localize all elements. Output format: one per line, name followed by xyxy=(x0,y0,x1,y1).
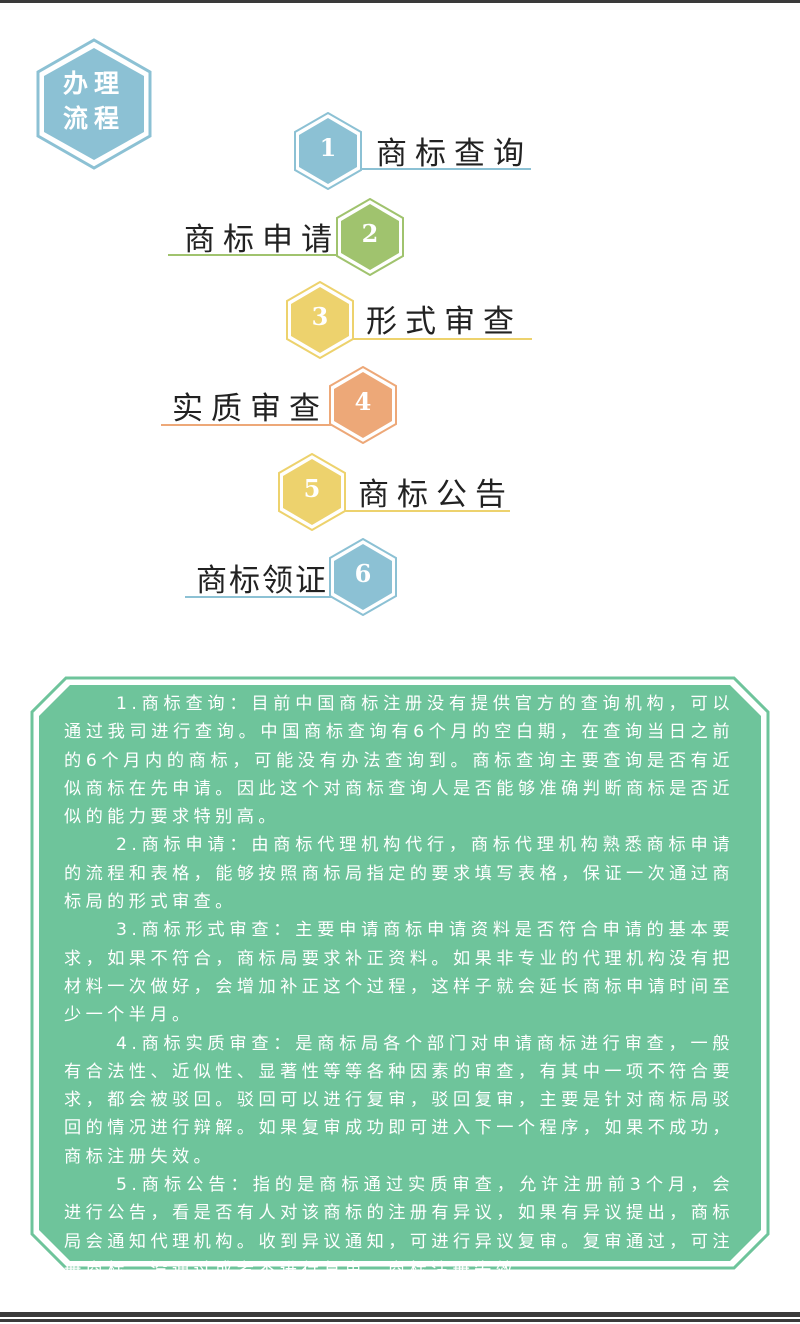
badge-line-1: 办理 xyxy=(62,69,125,98)
step-3-underline xyxy=(318,338,532,340)
step-4-hexagon xyxy=(329,366,397,444)
details-paragraph-5: 5.商标公告：指的是商标通过实质审查，允许注册前3个月，会进行公告，看是否有人对… xyxy=(64,1175,734,1280)
step-2-hexagon xyxy=(336,198,404,276)
step-2-underline xyxy=(168,254,368,256)
step-1-label: 商标查询 xyxy=(376,136,532,172)
step-6-number: 6 xyxy=(354,559,372,588)
step-6-hexagon xyxy=(329,538,397,616)
step-4-label: 实质审查 xyxy=(172,391,328,427)
step-2-label: 商标申请 xyxy=(184,222,340,258)
badge-line-2: 流程 xyxy=(62,104,125,133)
step-4-number: 4 xyxy=(354,387,372,416)
step-2-number: 2 xyxy=(361,219,379,248)
details-panel xyxy=(30,676,770,1270)
details-text: 1.商标查询：目前中国商标注册没有提供官方的查询机构，可以通过我司进行查询。中国… xyxy=(64,690,734,1284)
details-paragraph-1: 1.商标查询：目前中国商标注册没有提供官方的查询机构，可以通过我司进行查询。中国… xyxy=(64,694,734,828)
process-badge: 办理 流程 xyxy=(34,38,154,170)
step-1-number: 1 xyxy=(319,133,337,162)
step-6-underline xyxy=(185,596,365,598)
details-panel-frame xyxy=(30,676,770,1270)
step-1-hexagon xyxy=(294,112,362,190)
step-5-hexagon xyxy=(278,453,346,531)
step-5-number: 5 xyxy=(303,474,321,503)
details-paragraph-2: 2.商标申请：由商标代理机构代行，商标代理机构熟悉商标申请的流程和表格，能够按照… xyxy=(64,835,734,913)
step-5-underline xyxy=(310,510,510,512)
step-6-label: 商标领证 xyxy=(196,563,328,599)
step-3-number: 3 xyxy=(311,302,329,331)
hexagon-badge-shape xyxy=(36,38,152,170)
step-1-underline xyxy=(326,168,531,170)
bottom-border xyxy=(0,1312,800,1324)
step-5-label: 商标公告 xyxy=(358,477,514,513)
badge-title: 办理 流程 xyxy=(34,66,154,136)
details-paragraph-3: 3.商标形式审查：主要申请商标申请资料是否符合申请的基本要求，如果不符合，商标局… xyxy=(64,920,734,1026)
step-3-hexagon xyxy=(286,281,354,359)
top-border xyxy=(0,0,800,3)
details-paragraph-4: 4.商标实质审查：是商标局各个部门对申请商标进行审查，一般有合法性、近似性、显著… xyxy=(64,1033,734,1167)
step-3-label: 形式审查 xyxy=(366,304,522,340)
step-4-underline xyxy=(161,424,361,426)
